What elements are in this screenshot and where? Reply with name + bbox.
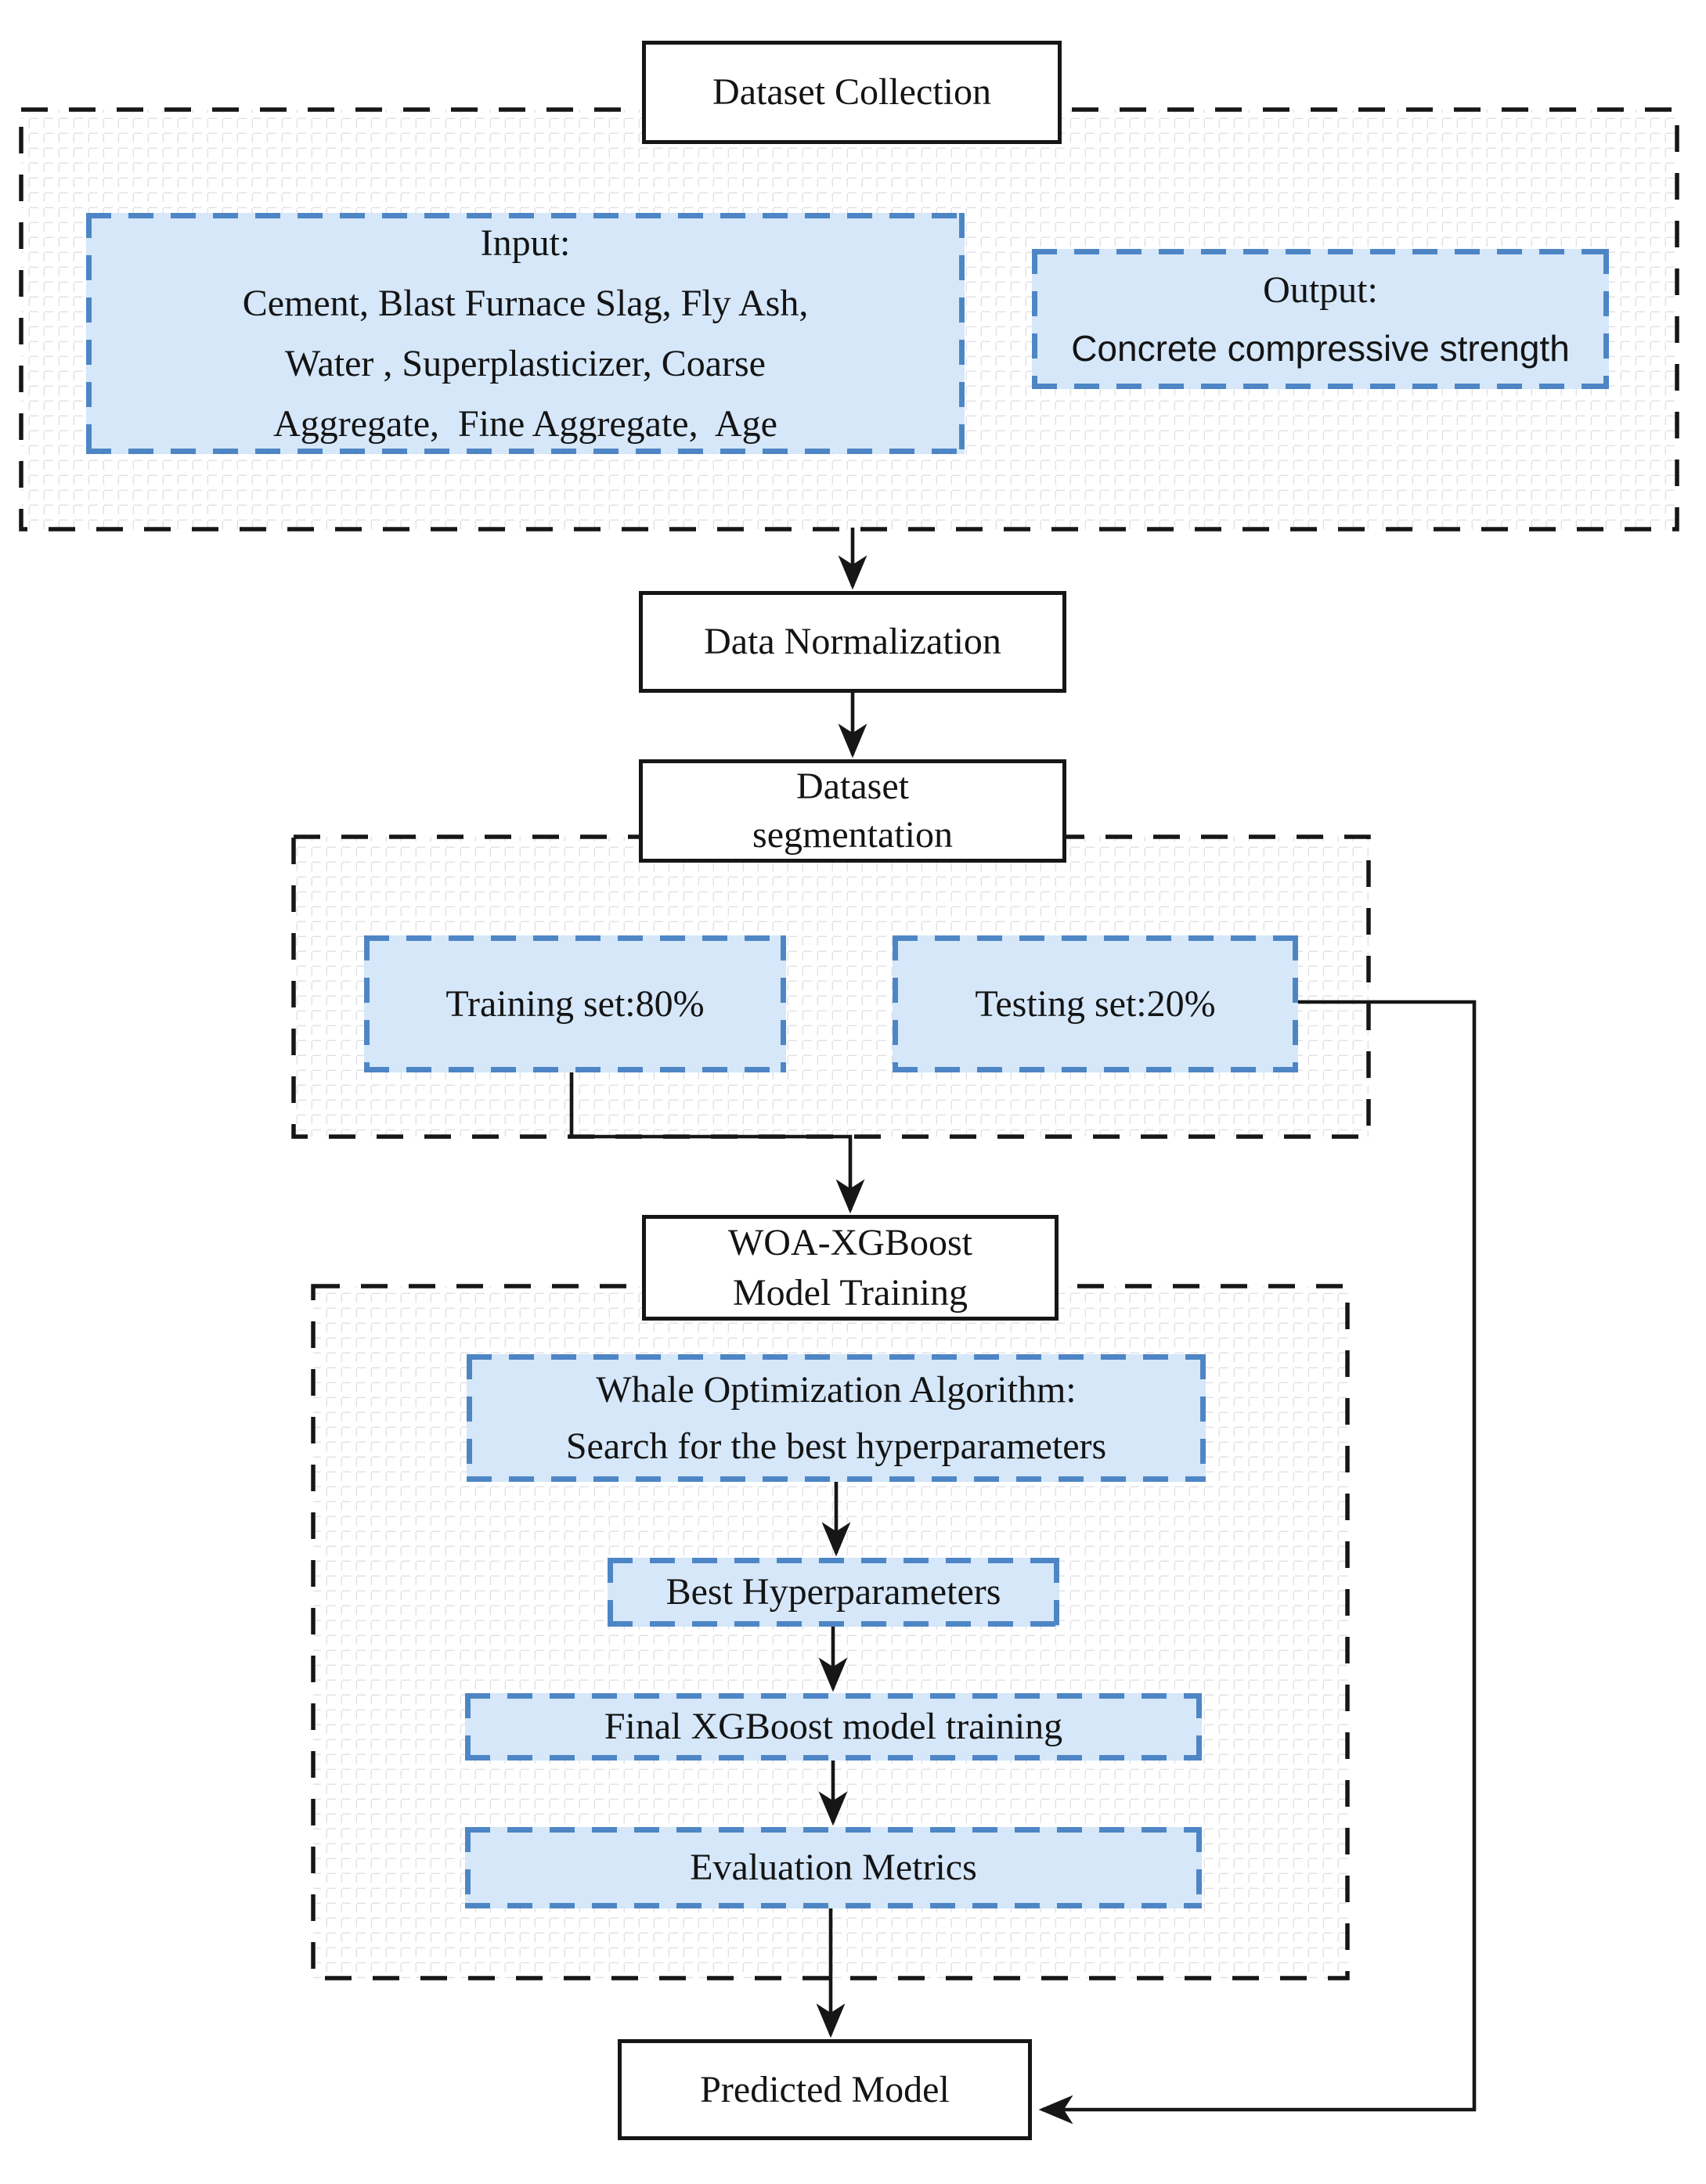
node-data-normalization-label: Data Normalization: [704, 621, 1001, 662]
node-final-xgboost-training-label: Final XGBoost model training: [604, 1706, 1063, 1747]
node-dataset-segmentation-line1: Dataset: [796, 766, 909, 807]
node-testing-set-label: Testing set:20%: [975, 982, 1216, 1025]
node-final-xgboost-training: Final XGBoost model training: [465, 1693, 1202, 1761]
node-input-line2: Cement, Blast Furnace Slag, Fly Ash,: [242, 283, 809, 324]
node-testing-set: Testing set:20%: [893, 935, 1298, 1072]
node-dataset-segmentation-line2: segmentation: [752, 814, 953, 856]
node-whale-optimization-line1: Whale Optimization Algorithm:: [596, 1368, 1077, 1411]
node-whale-optimization-line2: Search for the best hyperparameters: [565, 1425, 1107, 1467]
node-input-features: Input: Cement, Blast Furnace Slag, Fly A…: [86, 213, 965, 454]
node-data-normalization: Data Normalization: [639, 591, 1066, 693]
node-woa-model-training: WOA-XGBoost Model Training: [642, 1215, 1059, 1321]
node-predicted-model-label: Predicted Model: [700, 2068, 950, 2110]
node-training-set: Training set:80%: [364, 935, 786, 1072]
node-best-hyperparameters-label: Best Hyperparameters: [665, 1571, 1001, 1613]
node-evaluation-metrics: Evaluation Metrics: [465, 1827, 1202, 1908]
node-woa-model-training-line2: Model Training: [732, 1271, 968, 1314]
node-dataset-collection: Dataset Collection: [642, 41, 1062, 144]
node-dataset-collection-label: Dataset Collection: [712, 71, 991, 113]
node-output-target: Output: Concrete compressive strength: [1032, 249, 1609, 389]
node-dataset-segmentation: Dataset segmentation: [639, 759, 1066, 863]
node-whale-optimization: Whale Optimization Algorithm: Search for…: [467, 1354, 1206, 1482]
node-woa-model-training-line1: WOA-XGBoost: [728, 1221, 972, 1263]
node-training-set-label: Training set:80%: [445, 982, 705, 1025]
node-evaluation-metrics-label: Evaluation Metrics: [690, 1847, 977, 1888]
node-input-line4: Aggregate, Fine Aggregate, Age: [273, 403, 777, 445]
node-output-line1: Output:: [1263, 268, 1378, 311]
node-predicted-model: Predicted Model: [618, 2039, 1032, 2140]
node-best-hyperparameters: Best Hyperparameters: [608, 1558, 1059, 1627]
node-input-line3: Water , Superplasticizer, Coarse: [285, 343, 766, 384]
arrow-training-to-woa: [569, 1072, 865, 1214]
arrow-testing-to-predicted: [1038, 1000, 1477, 2125]
node-output-line2: Concrete compressive strength: [1071, 327, 1570, 369]
node-input-line1: Input:: [480, 222, 571, 264]
